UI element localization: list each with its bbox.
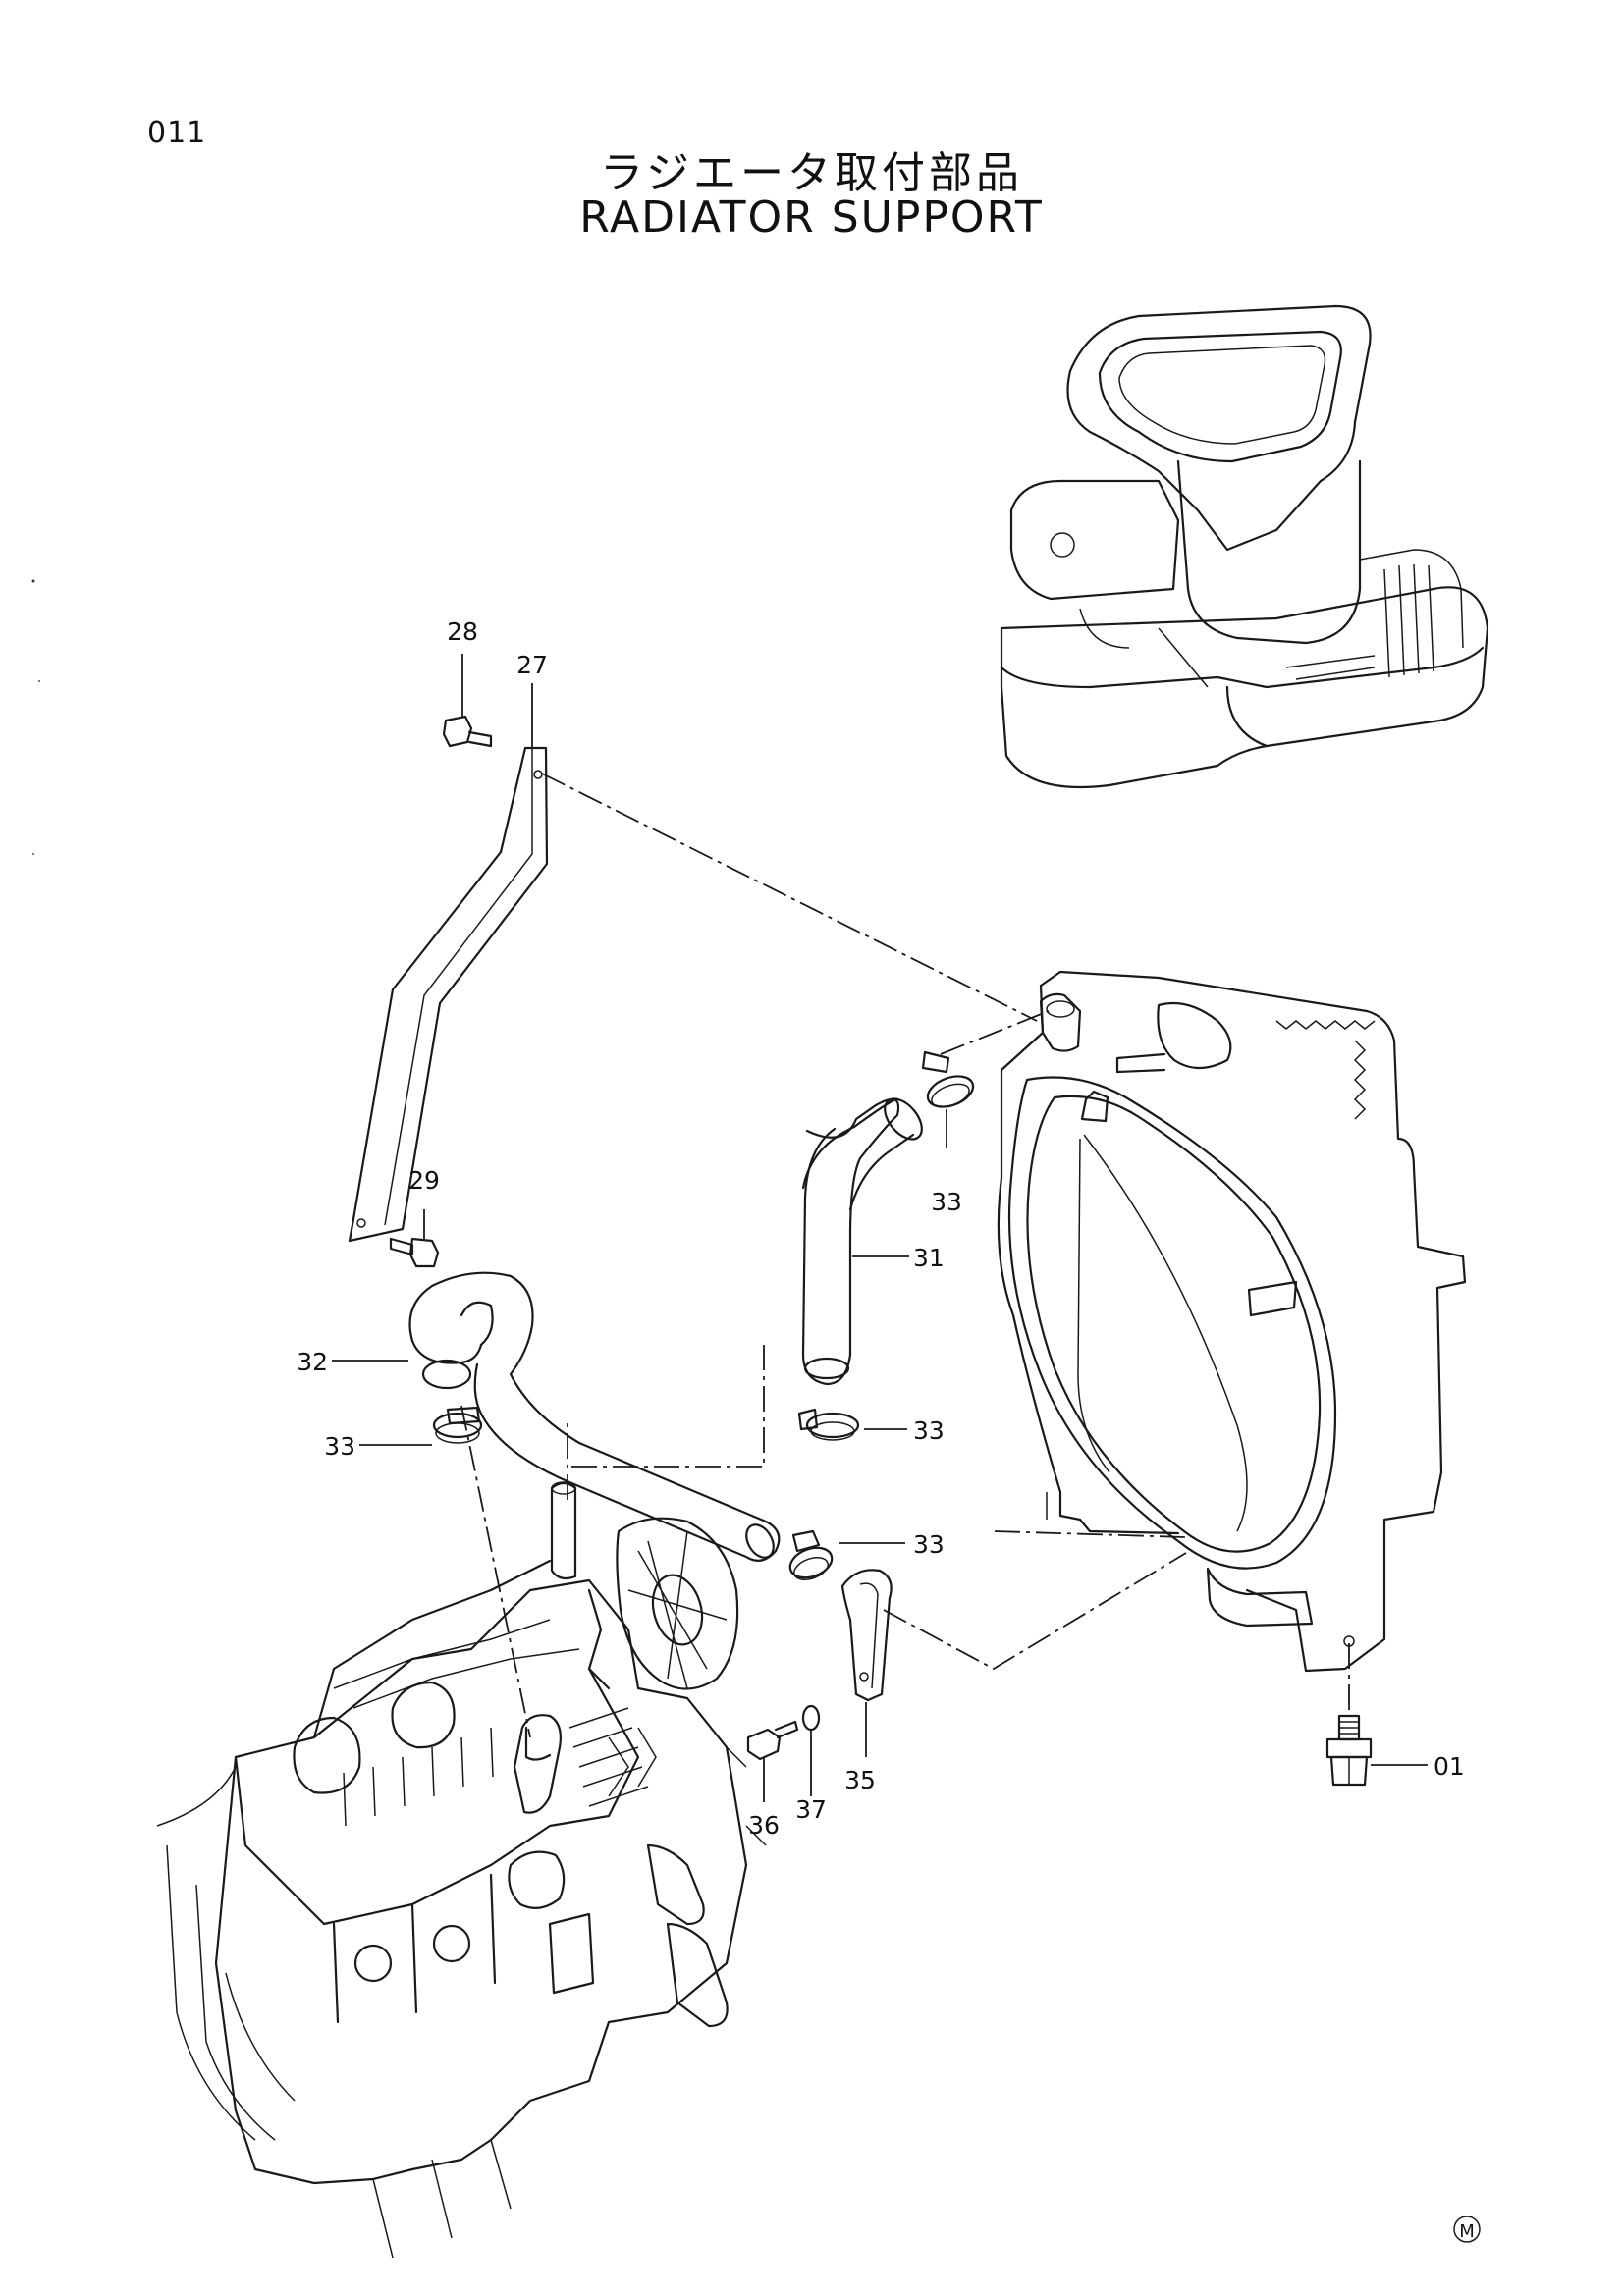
scan-marks (31, 579, 40, 855)
callout-27: 27 (516, 651, 548, 679)
callout-33-upper: 33 (931, 1188, 962, 1216)
hose-clamp-33-right (788, 1529, 834, 1580)
callout-36: 36 (748, 1811, 780, 1840)
p-clip-35 (840, 1569, 893, 1702)
hose-clamp-33-mid (797, 1408, 860, 1441)
callout-01: 01 (1434, 1752, 1465, 1781)
radiator-assembly (997, 970, 1467, 1673)
lower-hose-32 (408, 1271, 781, 1562)
hose-clamp-33-upper (921, 1050, 975, 1108)
callout-33-left: 33 (324, 1432, 355, 1461)
engine-illustration (156, 1481, 767, 2259)
circled-m-mark: M (1453, 2216, 1481, 2243)
support-stay-bar (348, 746, 549, 1243)
callout-35: 35 (844, 1766, 876, 1794)
callout-28: 28 (447, 617, 478, 646)
bolt-01 (1325, 1714, 1373, 1787)
machine-locator-illustration (1000, 304, 1489, 789)
bolt-28 (442, 715, 493, 748)
callout-33-mid: 33 (913, 1416, 945, 1445)
title-japanese: ラジエータ取付部品 (599, 148, 1024, 198)
bolt-29 (389, 1237, 440, 1268)
callout-33-right: 33 (913, 1530, 945, 1559)
hose-clamp-33-left (432, 1406, 483, 1444)
mark-letter: M (1459, 2221, 1475, 2242)
callout-leader-lines (332, 654, 1428, 1802)
callout-29: 29 (408, 1166, 440, 1195)
washer-37 (801, 1704, 821, 1732)
callout-labels: 28 27 29 33 31 32 33 33 33 35 36 37 01 (297, 617, 1465, 1840)
assembly-center-lines (460, 773, 1350, 1738)
page-number: 011 (147, 116, 207, 150)
callout-32: 32 (297, 1348, 328, 1376)
callout-37: 37 (795, 1795, 827, 1824)
upper-hose-31 (801, 1097, 923, 1386)
title-english: RADIATOR SUPPORT (579, 192, 1044, 242)
callout-31: 31 (913, 1244, 945, 1272)
bolt-36 (746, 1720, 799, 1761)
